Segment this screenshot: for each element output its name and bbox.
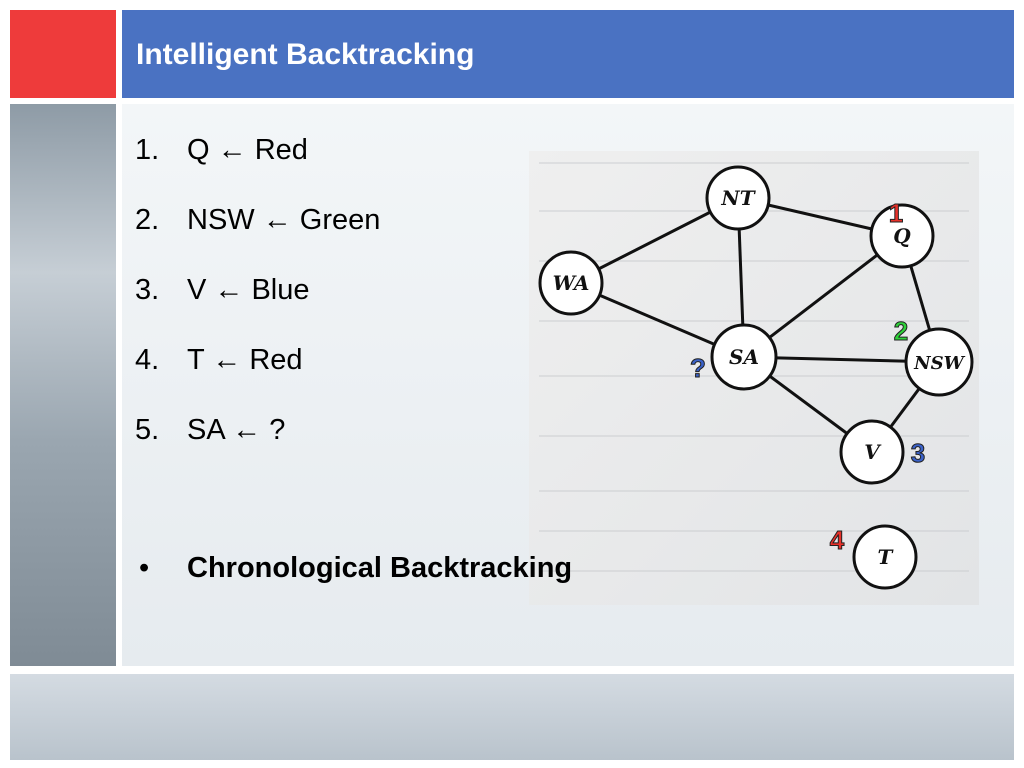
step-variable: T: [187, 344, 205, 376]
step-text: NSW ← Green: [187, 200, 380, 240]
paper-texture: [539, 162, 969, 572]
graph-node-label: V: [864, 440, 882, 464]
step-text: V ← Blue: [187, 270, 310, 310]
graph-node-circle: [839, 419, 905, 485]
step-number: 2.: [135, 204, 160, 236]
footer-bar: [10, 674, 1014, 760]
order-label-nsw: 2: [894, 316, 908, 346]
step-number: 3.: [135, 274, 160, 306]
graph-node-label: SA: [729, 345, 759, 369]
order-label-t: 4: [830, 525, 845, 555]
order-label-q: 1: [889, 198, 903, 228]
graph-node-label: NSW: [913, 353, 965, 374]
step-variable: SA: [187, 414, 225, 446]
graph-node-circle: [710, 323, 778, 391]
step-text: T ← Red: [187, 340, 303, 380]
graph-nodes: NT WA Q SA NSW V T: [538, 165, 974, 590]
left-arrow-icon: ←: [262, 204, 292, 236]
left-arrow-icon: ←: [214, 274, 244, 306]
bullet-icon: •: [139, 552, 150, 584]
graph-node-sa: SA: [710, 323, 778, 391]
left-arrow-icon: ←: [232, 414, 262, 446]
order-label-sa: ?: [690, 353, 706, 383]
graph-node-circle: [538, 250, 604, 316]
graph-node-circle: [705, 165, 771, 231]
step-value: Red: [254, 134, 308, 166]
step-variable: NSW: [187, 204, 255, 236]
step-value: ?: [269, 414, 286, 446]
title-bar: Intelligent Backtracking: [122, 10, 1014, 98]
graph-node-circle: [904, 327, 974, 397]
graph-node-nt: NT: [705, 165, 771, 231]
step-number: 5.: [135, 414, 160, 446]
step-value: Blue: [251, 274, 310, 306]
step-number: 1.: [135, 134, 160, 166]
left-arrow-icon: ←: [212, 344, 242, 376]
accent-block: [10, 10, 116, 98]
step-variable: V: [187, 274, 207, 306]
step-text: Q ← Red: [187, 130, 308, 170]
graph-node-nsw: NSW: [904, 327, 974, 397]
step-value: Green: [299, 204, 381, 236]
step-text: SA ← ?: [187, 410, 285, 450]
graph-node-circle: [869, 203, 935, 269]
graph-node-wa: WA: [538, 250, 604, 316]
decorative-side-strip: [10, 104, 116, 666]
graph-node-circle: [852, 524, 918, 590]
assignment-order-labels: 1 2 3 4?: [690, 198, 926, 556]
graph-node-label: NT: [720, 186, 756, 210]
order-label-v: 3: [911, 438, 925, 468]
graph-node-v: V: [839, 419, 905, 485]
slide-title: Intelligent Backtracking: [136, 38, 475, 71]
step-variable: Q: [187, 134, 210, 166]
constraint-graph: NT WA Q SA NSW V T 1 2 3 4?: [529, 151, 979, 605]
graph-node-t: T: [852, 524, 918, 590]
graph-node-label: Q: [893, 224, 911, 248]
step-value: Red: [249, 344, 303, 376]
graph-node-label: T: [878, 545, 895, 569]
bullet-text: Chronological Backtracking: [187, 552, 573, 584]
left-arrow-icon: ←: [217, 134, 247, 166]
step-number: 4.: [135, 344, 160, 376]
graph-node-q: Q: [869, 203, 935, 269]
graph-node-label: WA: [553, 271, 590, 295]
